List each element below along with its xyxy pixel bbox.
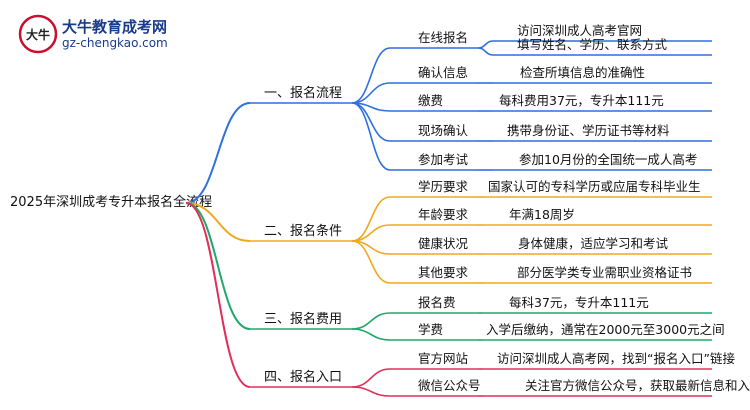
logo-name: 大牛教育成考网	[62, 18, 168, 36]
branch-connector	[185, 102, 251, 204]
branch-connector	[185, 202, 251, 330]
leaf-label: 学费	[418, 322, 443, 337]
detail-label: 检查所填信息的准确性	[520, 65, 645, 80]
logo-mark-text: 大牛	[26, 27, 50, 42]
leaf-connector	[351, 368, 391, 388]
detail-label: 访问深圳成人高考官网	[517, 23, 642, 38]
logo-url: gz-chengkao.com	[62, 36, 168, 50]
detail-label: 身体健康，适应学习和考试	[518, 236, 669, 251]
leaf-connector	[351, 240, 391, 284]
leaf-label: 在线报名	[418, 30, 468, 45]
branch-label: 一、报名流程	[264, 85, 342, 101]
leaf-connector	[351, 102, 391, 171]
logo-mark: 大牛	[18, 14, 58, 54]
root-title: 2025年深圳成考专升本报名全流程	[10, 194, 212, 210]
leaf-label: 年龄要求	[418, 207, 469, 222]
leaf-label: 现场确认	[418, 123, 469, 138]
site-logo: 大牛 大牛教育成考网 gz-chengkao.com	[18, 14, 193, 56]
detail-label: 国家认可的专科学历或应届专科毕业生	[488, 179, 701, 194]
detail-label: 访问深圳成人高考网，找到“报名入口”链接	[497, 351, 735, 366]
detail-connector	[477, 47, 494, 56]
leaf-label: 健康状况	[418, 236, 469, 251]
branch-connector	[185, 202, 251, 242]
leaf-connector	[351, 328, 391, 341]
leaf-label: 官方网站	[418, 351, 468, 366]
leaf-connector	[351, 312, 391, 330]
detail-label: 年满18周岁	[509, 207, 575, 222]
leaf-connector	[351, 47, 391, 104]
detail-label: 部分医学类专业需职业资格证书	[517, 265, 692, 280]
detail-label: 填写姓名、学历、联系方式	[517, 37, 668, 52]
detail-label: 关注官方微信公众号，获取最新信息和入口	[525, 378, 750, 393]
branch-connector	[185, 202, 251, 388]
leaf-connector	[351, 196, 391, 242]
detail-label: 参加10月份的全国统一成人高考	[519, 152, 697, 167]
leaf-connector	[351, 82, 391, 104]
detail-connector	[477, 40, 494, 49]
branch-label: 二、报名条件	[264, 223, 342, 239]
branch-label: 四、报名入口	[264, 369, 342, 385]
detail-label: 携带身份证、学历证书等材料	[507, 123, 670, 138]
branch-label: 三、报名费用	[264, 311, 342, 327]
leaf-label: 报名费	[418, 295, 456, 310]
leaf-label: 学历要求	[418, 179, 469, 194]
leaf-label: 参加考试	[418, 152, 469, 167]
leaf-label: 确认信息	[418, 65, 468, 80]
leaf-label: 其他要求	[418, 265, 469, 280]
detail-label: 入学后缴纳，通常在2000元至3000元之间	[486, 322, 725, 337]
leaf-label: 微信公众号	[418, 378, 481, 393]
leaf-connector	[351, 386, 391, 397]
detail-label: 每科37元，专升本111元	[509, 295, 649, 310]
leaf-label: 缴费	[418, 93, 443, 108]
detail-label: 每科费用37元，专升本111元	[499, 93, 664, 108]
